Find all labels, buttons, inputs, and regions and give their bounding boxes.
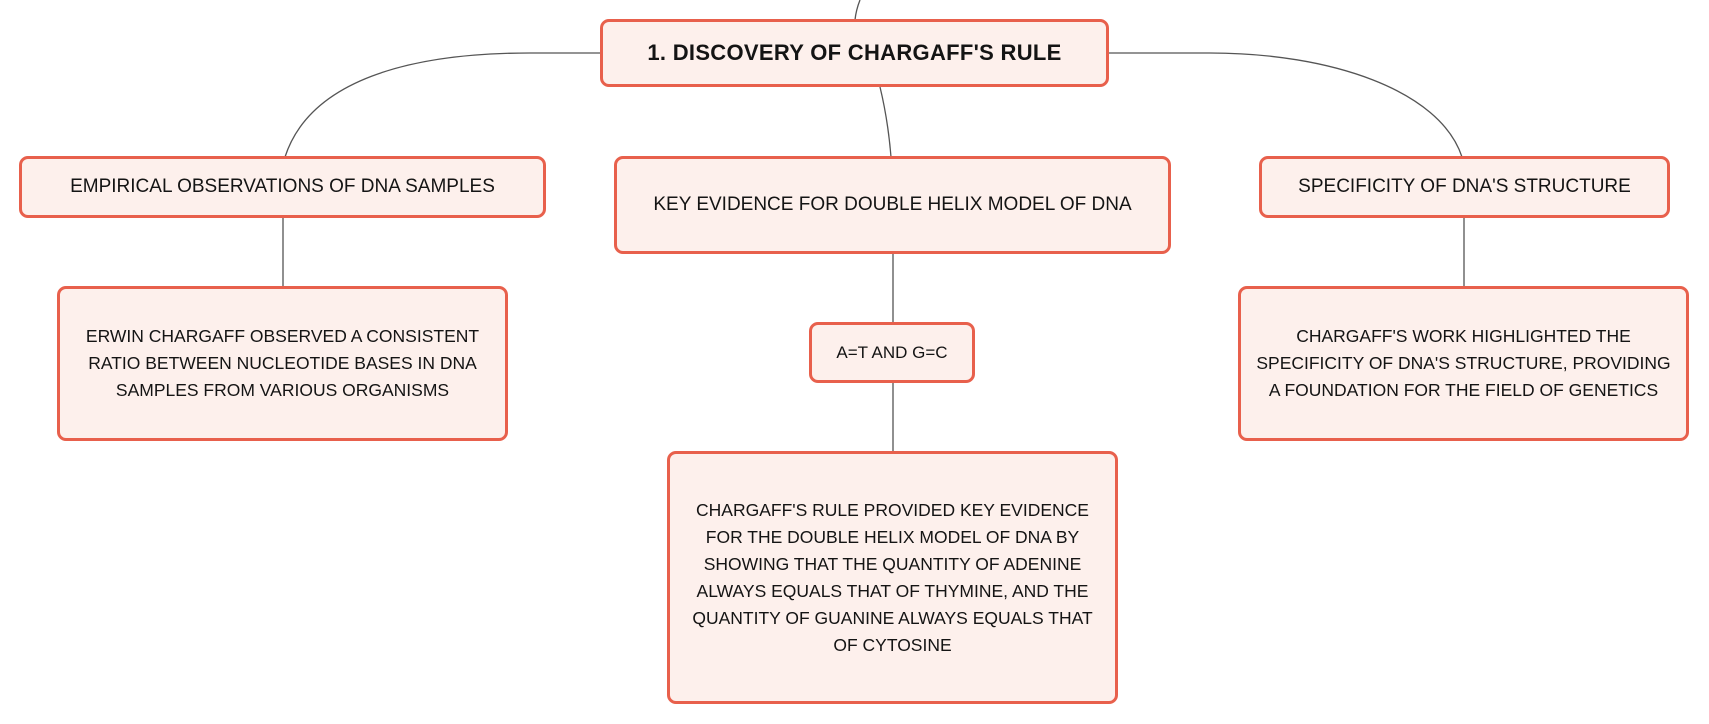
detail-node-key-evidence[interactable]: CHARGAFF'S RULE PROVIDED KEY EVIDENCE FO… [667, 451, 1118, 704]
detail-node-text: CHARGAFF'S RULE PROVIDED KEY EVIDENCE FO… [692, 499, 1093, 655]
root-node[interactable]: 1. DISCOVERY OF CHARGAFF'S RULE [600, 19, 1109, 87]
branch-node-label: KEY EVIDENCE FOR DOUBLE HELIX MODEL OF D… [653, 194, 1132, 215]
connector-root-to-left [284, 52, 601, 158]
detail-node-empirical-observations[interactable]: ERWIN CHARGAFF OBSERVED A CONSISTENT RAT… [57, 286, 508, 441]
detail-node-text: CHARGAFF'S WORK HIGHLIGHTED THE SPECIFIC… [1256, 326, 1671, 400]
connector-root-to-center [879, 86, 892, 158]
branch-node-label: EMPIRICAL OBSERVATIONS OF DNA SAMPLES [70, 176, 495, 197]
sub-node-label: A=T AND G=C [836, 342, 948, 362]
branch-node-key-evidence[interactable]: KEY EVIDENCE FOR DOUBLE HELIX MODEL OF D… [614, 156, 1171, 254]
connector-parent-to-root [854, 0, 861, 21]
root-node-label: 1. DISCOVERY OF CHARGAFF'S RULE [647, 40, 1062, 65]
branch-node-empirical-observations[interactable]: EMPIRICAL OBSERVATIONS OF DNA SAMPLES [19, 156, 546, 218]
sub-node-base-pairing[interactable]: A=T AND G=C [809, 322, 975, 383]
detail-node-specificity[interactable]: CHARGAFF'S WORK HIGHLIGHTED THE SPECIFIC… [1238, 286, 1689, 441]
connector-root-to-right [1108, 52, 1463, 158]
detail-node-text: ERWIN CHARGAFF OBSERVED A CONSISTENT RAT… [85, 326, 480, 400]
branch-node-specificity[interactable]: SPECIFICITY OF DNA'S STRUCTURE [1259, 156, 1670, 218]
branch-node-label: SPECIFICITY OF DNA'S STRUCTURE [1298, 176, 1631, 197]
